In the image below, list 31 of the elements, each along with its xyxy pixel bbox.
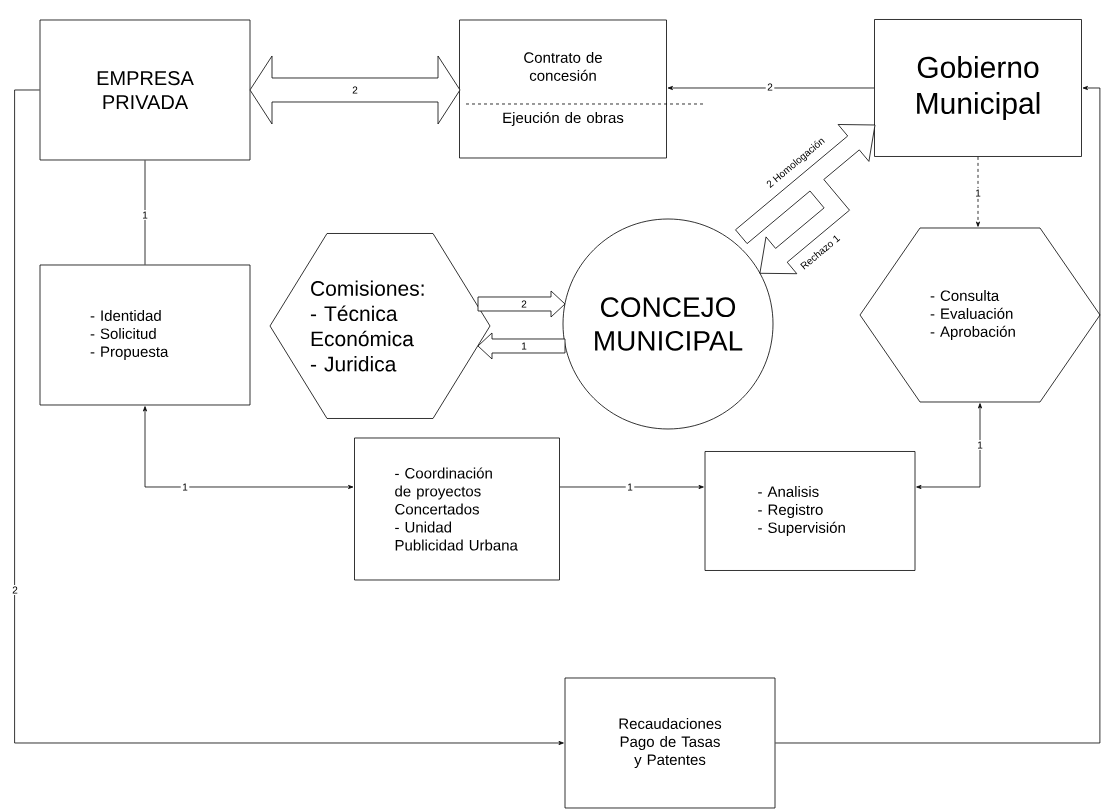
arrow — [14, 89, 564, 745]
edge-label: 1 — [180, 482, 190, 492]
arrow — [775, 85, 1101, 744]
hexagon: - Consulta - Evaluación - Aprobación — [859, 227, 1101, 403]
arrow — [143, 406, 354, 489]
arrow — [559, 485, 704, 489]
process-box: - Analisis - Registro - Supervisión — [704, 451, 916, 571]
process-box: - Coordinación de proyectos Concertados - Unidad Publicidad Urbana — [354, 437, 560, 581]
process-box: EMPRESA PRIVADA — [39, 19, 251, 161]
block-arrow — [249, 55, 461, 125]
edge-label: 2 — [10, 585, 20, 595]
hexagon: Comisiones: - Técnica Económica - Juridica — [269, 233, 491, 419]
block-arrow — [735, 124, 876, 275]
edge-label: 1 — [625, 482, 635, 492]
process-box: Contrato de concesión Ejeución de obras — [459, 19, 667, 159]
edge-label: 2 — [765, 82, 775, 92]
block-arrow — [477, 332, 566, 360]
process-box: - Identidad - Solicitud - Propuesta — [39, 264, 251, 406]
edge-label: 2 — [519, 299, 529, 309]
process-box: Recaudaciones Pago de Tasas y Patentes — [564, 677, 776, 809]
edge-label: 2 — [350, 85, 360, 95]
edge-label: 1 — [140, 210, 150, 220]
block-arrow — [477, 290, 566, 318]
arrow — [916, 403, 982, 489]
edge-label: 1 — [975, 440, 985, 450]
arrow — [976, 156, 980, 227]
connector-line — [144, 160, 146, 265]
edge-label: 1 — [973, 188, 983, 198]
arrow — [667, 85, 875, 90]
process-box: Gobierno Municipal — [874, 19, 1082, 157]
edge-label: 1 — [519, 341, 529, 351]
